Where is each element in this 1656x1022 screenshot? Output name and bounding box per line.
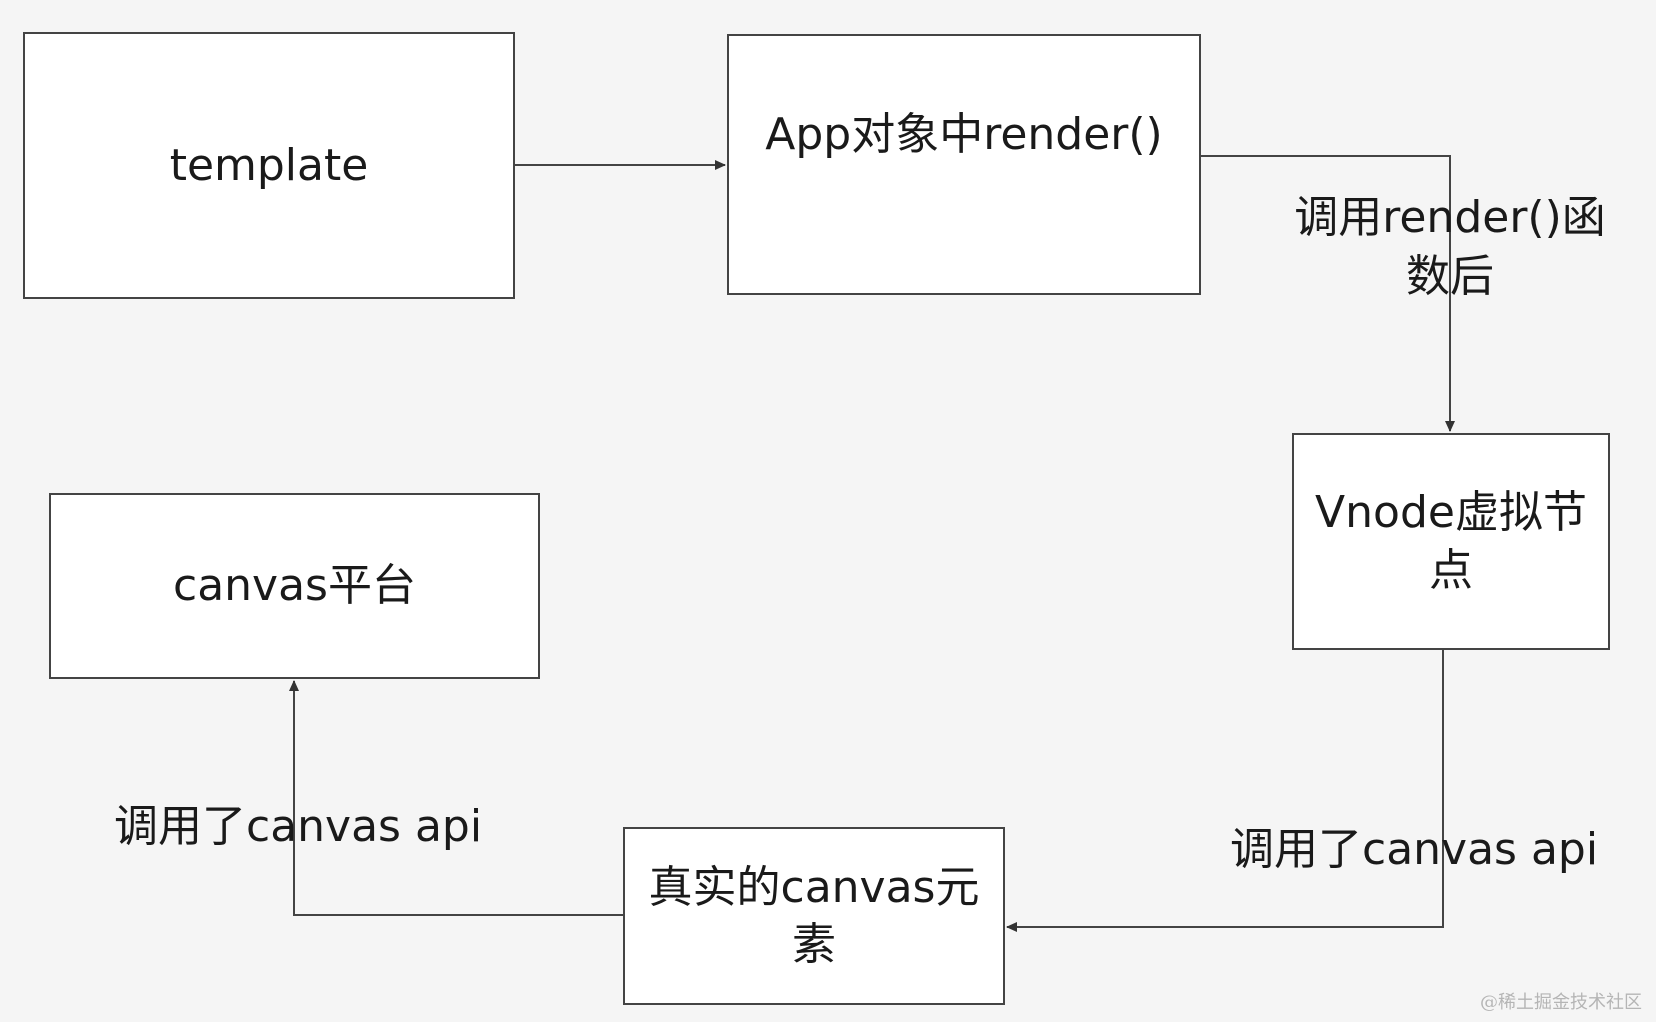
watermark: @稀土掘金技术社区 <box>1480 992 1642 1013</box>
node-canvas-element: 真实的canvas元素 <box>623 827 1005 1005</box>
edge-app-render-to-vnode <box>1201 155 1455 432</box>
node-canvas-platform-label: canvas平台 <box>173 560 416 612</box>
node-canvas-element-label: 真实的canvas元素 <box>648 861 980 970</box>
edge-label-call-canvas-api-right: 调用了canvas api <box>1230 824 1599 875</box>
node-template: template <box>23 32 515 299</box>
node-app-render-label: App对象中render() <box>765 109 1163 160</box>
edge-label-after-render: 调用render()函数后 <box>1294 192 1606 303</box>
node-vnode: Vnode虚拟节点 <box>1292 433 1610 650</box>
node-canvas-platform: canvas平台 <box>49 493 540 679</box>
node-app-render: App对象中render() <box>727 34 1201 295</box>
edge-label-call-canvas-api-left: 调用了canvas api <box>114 801 483 852</box>
node-template-label: template <box>169 139 369 191</box>
node-vnode-label: Vnode虚拟节点 <box>1315 487 1587 596</box>
edge-vnode-to-canvas-element <box>1006 650 1444 932</box>
edge-canvas-element-to-platform <box>289 680 623 916</box>
